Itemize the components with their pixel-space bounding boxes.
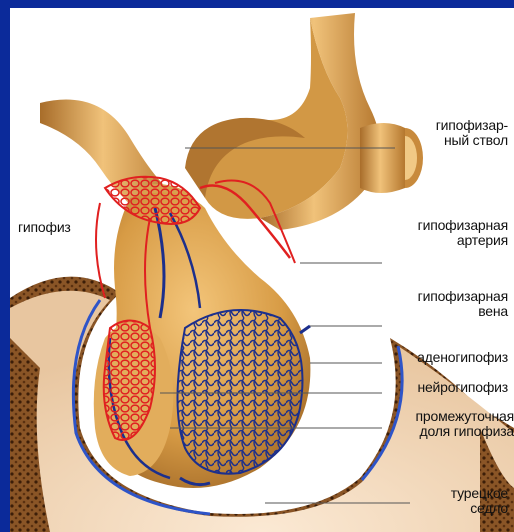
label-pituitary-vein: гипофизарная вена [418, 289, 508, 319]
label-neurohypophysis: нейрогипофиз [417, 380, 508, 395]
optic-structure [185, 13, 423, 230]
label-hypophysis: гипофиз [18, 220, 71, 235]
pituitary-illustration [10, 8, 514, 532]
label-adenohypophysis: аденогипофиз [417, 350, 508, 365]
label-pituitary-stalk: гипофизар- ный ствол [436, 118, 508, 148]
label-pituitary-artery: гипофизарная артерия [418, 218, 508, 248]
label-sella-turcica: турецкое седло [451, 486, 508, 516]
label-intermediate-lobe: промежуточная доля гипофиза [416, 409, 514, 439]
